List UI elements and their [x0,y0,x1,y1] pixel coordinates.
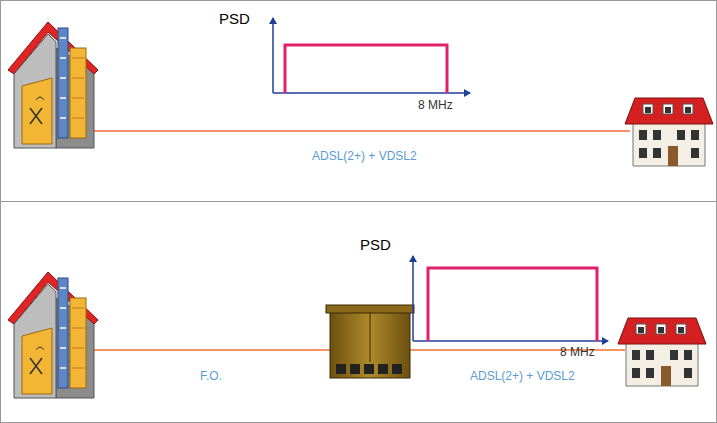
medium-label: F.O. [200,369,222,383]
house [625,98,713,166]
y-axis [272,18,274,93]
copper-line [92,130,630,132]
central-office [8,22,98,148]
technology-label: ADSL(2+) + VDSL2 [470,369,575,383]
x-axis [273,92,470,94]
separator [0,201,717,202]
psd-mask [285,45,447,93]
axis-title: PSD [360,236,391,254]
y-axis [412,256,414,341]
axis-title: PSD [219,10,250,28]
technology-label: ADSL(2+) + VDSL2 [312,149,417,163]
frequency-label: 8 MHz [560,345,595,359]
x-axis [413,340,608,342]
house [618,318,706,386]
street-cabinet [326,305,414,378]
frequency-label: 8 MHz [418,98,453,112]
central-office [8,272,98,398]
psd-mask [428,268,597,341]
